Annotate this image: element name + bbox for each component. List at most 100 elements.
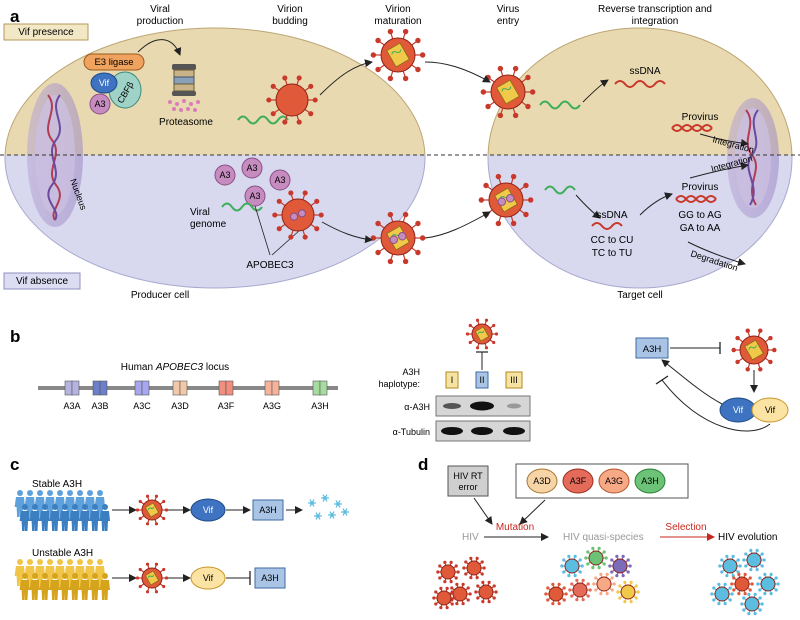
vif-blue-c: Vif bbox=[190, 498, 226, 522]
stage-virion-budding-1: Virion bbox=[277, 4, 302, 15]
svg-text:A3: A3 bbox=[249, 191, 260, 201]
target-cell-label: Target cell bbox=[617, 290, 663, 301]
provirus-label-bottom: Provirus bbox=[682, 182, 719, 193]
nucleus bbox=[27, 83, 83, 227]
fragment-icon bbox=[321, 494, 329, 502]
western-blot-tubulin bbox=[435, 420, 531, 442]
unstable-population bbox=[14, 559, 110, 600]
stage-virus-entry-2: entry bbox=[497, 16, 519, 27]
svg-text:A3: A3 bbox=[94, 99, 105, 109]
quasi-species-virion bbox=[560, 554, 584, 578]
evolved-virion bbox=[730, 572, 754, 596]
person-icon bbox=[79, 573, 90, 600]
person-icon bbox=[49, 504, 60, 531]
locus-gene-a3g: A3G bbox=[263, 380, 281, 411]
panel-a-letter: a bbox=[10, 7, 20, 26]
rna-wave-producer-top bbox=[237, 115, 289, 125]
rna-wave-target-top bbox=[539, 100, 581, 110]
virion-stable bbox=[135, 494, 169, 526]
a3h-fragments bbox=[308, 494, 349, 520]
svg-text:Vif absence: Vif absence bbox=[16, 276, 69, 287]
a3-family-members: A3D A3F A3G A3H bbox=[526, 468, 666, 494]
stage-rt-integration-2: integration bbox=[632, 16, 679, 27]
person-icon bbox=[49, 573, 60, 600]
producer-cell-label: Producer cell bbox=[131, 290, 189, 301]
haplotype-label-1: A3H bbox=[402, 367, 420, 377]
stage-viral-production-2: production bbox=[137, 16, 184, 27]
svg-text:Vif: Vif bbox=[99, 78, 110, 88]
arrow-budding-to-maturation-top bbox=[319, 59, 373, 96]
vif-yellow-c: Vif bbox=[190, 566, 226, 590]
locus-gene-a3c: A3C bbox=[133, 380, 151, 411]
fragment-icon bbox=[334, 500, 342, 508]
svg-text:A3H: A3H bbox=[261, 573, 279, 583]
svg-text:Vif presence: Vif presence bbox=[18, 27, 74, 38]
virion-mature-top bbox=[370, 28, 426, 82]
locus-title: Human APOBEC3 locus bbox=[121, 362, 229, 373]
virion-unstable bbox=[135, 562, 169, 594]
stable-population bbox=[14, 490, 110, 531]
target-cell bbox=[487, 27, 793, 289]
quasi-species-virion bbox=[592, 572, 616, 596]
vif-presence-tag: Vif presence bbox=[3, 23, 89, 41]
fragment-icon bbox=[328, 511, 336, 519]
haplotype-virion bbox=[465, 318, 499, 350]
locus-gene-a3b: A3B bbox=[91, 380, 109, 411]
person-icon bbox=[39, 504, 50, 531]
panel-c-letter: c bbox=[10, 455, 19, 474]
viral-genome-label-2: genome bbox=[190, 219, 227, 230]
e3-ligase-complex: E3 ligase CBFβ Vif A3 bbox=[83, 53, 145, 115]
fragment-icon bbox=[314, 512, 322, 520]
virion-budding-bottom bbox=[272, 190, 324, 240]
vif-absence-tag: Vif absence bbox=[3, 272, 81, 290]
person-icon bbox=[19, 504, 30, 531]
to-proteasome-arrow bbox=[137, 39, 182, 56]
svg-text:A3G: A3G bbox=[605, 476, 623, 486]
svg-text:Vif: Vif bbox=[733, 405, 744, 415]
rna-wave-target-bottom bbox=[544, 185, 576, 195]
hiv-virion bbox=[474, 580, 498, 604]
svg-text:A3D: A3D bbox=[533, 476, 551, 486]
svg-text:Vif: Vif bbox=[203, 573, 214, 583]
person-icon bbox=[69, 504, 80, 531]
viral-genome-label-1: Viral bbox=[190, 207, 210, 218]
mutation-label: Mutation bbox=[496, 522, 534, 533]
fragment-icon bbox=[341, 508, 349, 516]
panel-d-letter: d bbox=[418, 455, 428, 474]
person-icon bbox=[59, 573, 70, 600]
svg-text:A3: A3 bbox=[219, 170, 230, 180]
stage-virion-maturation-1: Virion bbox=[385, 4, 410, 15]
person-icon bbox=[89, 573, 100, 600]
provirus-dna-bottom bbox=[675, 195, 717, 203]
haplotype-boxes: I II III bbox=[445, 371, 523, 389]
person-icon bbox=[19, 573, 30, 600]
interaction-virion bbox=[731, 328, 777, 372]
vif-yellow-b: Vif bbox=[751, 397, 789, 423]
locus-gene-label: A3C bbox=[133, 401, 151, 411]
locus-gene-a3a: A3A bbox=[63, 380, 81, 411]
panel-d: d HIV RT error A3D A3F A3G A3H HIV Mutat… bbox=[418, 455, 780, 616]
person-icon bbox=[99, 504, 110, 531]
evolved-virion bbox=[742, 548, 766, 572]
quasi-species-virion bbox=[584, 546, 608, 570]
svg-text:A3: A3 bbox=[274, 175, 285, 185]
stage-virus-entry-1: Virus bbox=[497, 4, 520, 15]
panel-a: a Nucleus bbox=[0, 4, 800, 301]
virion-entry-bottom bbox=[478, 173, 534, 227]
evolved-virion bbox=[710, 582, 734, 606]
ssdna-label-bottom: ssDNA bbox=[596, 210, 627, 221]
evolved-virion bbox=[756, 572, 780, 596]
rna-wave-producer-bottom bbox=[221, 202, 263, 212]
stage-virion-budding-2: budding bbox=[272, 16, 308, 27]
svg-text:I: I bbox=[451, 375, 454, 385]
hiv-virion bbox=[448, 582, 472, 606]
hiv-virion bbox=[436, 560, 460, 584]
producer-cell: Nucleus bbox=[4, 27, 426, 289]
a3h-box-unstable: A3H bbox=[254, 567, 286, 589]
stage-viral-production-1: Viral bbox=[150, 4, 170, 15]
virions bbox=[266, 28, 536, 265]
stable-a3h-label: Stable A3H bbox=[32, 479, 82, 490]
haplotype-virion bbox=[465, 318, 499, 350]
unstable-a3h-label: Unstable A3H bbox=[32, 548, 93, 559]
provirus-dna-top bbox=[671, 124, 713, 132]
